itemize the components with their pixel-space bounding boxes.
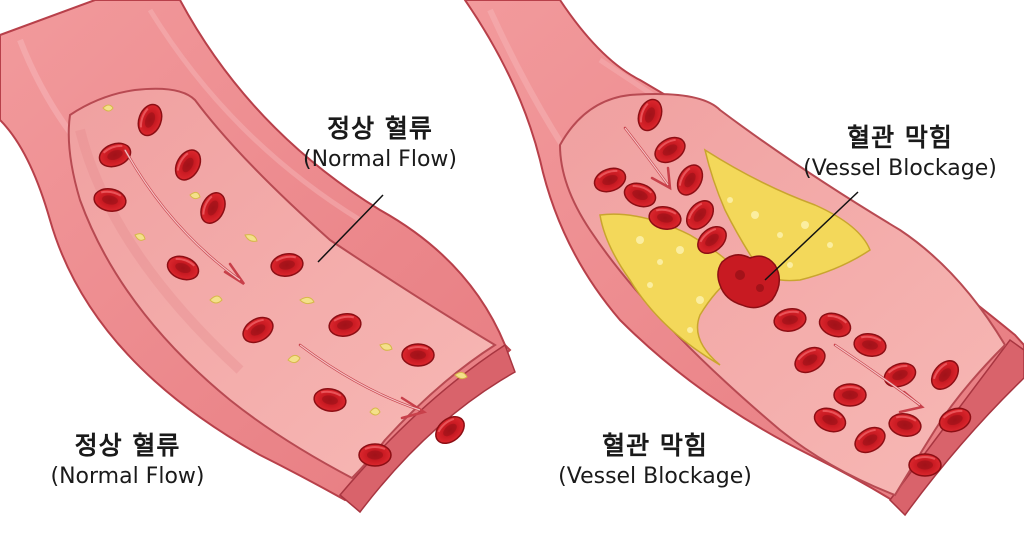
blocked-vessel xyxy=(463,0,1024,517)
callout-leader-blockage xyxy=(764,191,859,281)
vessel-blockage-callout: 혈관 막힘 (Vessel Blockage) xyxy=(785,122,1015,183)
normal-flow-callout-english: (Normal Flow) xyxy=(303,146,457,172)
normal-flow-callout: 정상 혈류 (Normal Flow) xyxy=(285,113,475,174)
vessel-cut-rim xyxy=(338,343,516,514)
normal-vessel xyxy=(0,0,516,514)
normal-flow-callout-korean: 정상 혈류 xyxy=(327,114,433,143)
vessel-blockage-caption-english: (Vessel Blockage) xyxy=(558,463,752,489)
platelets xyxy=(102,104,468,416)
vessel-blockage-caption-korean: 혈관 막힘 xyxy=(602,431,708,460)
normal-flow-caption-english: (Normal Flow) xyxy=(50,463,205,489)
normal-flow-caption-korean: 정상 혈류 xyxy=(74,431,181,460)
vessel-blockage-callout-korean: 혈관 막힘 xyxy=(847,123,953,152)
clot-icon xyxy=(717,254,781,309)
vessel-blockage-caption: 혈관 막힘 (Vessel Blockage) xyxy=(540,430,770,491)
vessel-blockage-callout-english: (Vessel Blockage) xyxy=(803,155,997,181)
callout-leader-normal xyxy=(317,194,384,263)
normal-flow-caption: 정상 혈류 (Normal Flow) xyxy=(20,430,235,491)
vessel-lumen xyxy=(67,87,497,480)
